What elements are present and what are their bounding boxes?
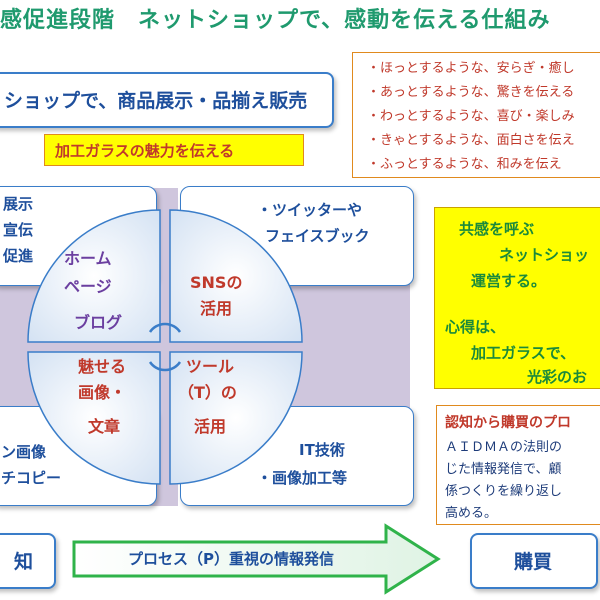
quadrant-label: 活用	[194, 417, 227, 436]
card-text: ン画像	[1, 443, 47, 461]
shop-banner: ショップで、商品展示・品揃え販売	[0, 72, 334, 128]
feeling-item: わっとするような、喜び・楽しみ	[367, 105, 600, 129]
quadrant-label: （T）の	[178, 383, 237, 402]
quadrant-label: 画像・	[78, 383, 127, 402]
empathy-text: 心得は、	[445, 318, 506, 336]
card-text: ・ツイッターや	[257, 201, 363, 219]
aidma-text: じた情報発信で、顧	[445, 462, 562, 477]
shop-banner-text: ショップで、商品展示・品揃え販売	[4, 90, 308, 112]
appeal-box: 加工ガラスの魅力を伝える	[44, 134, 304, 166]
quadrant-label: ブログ	[74, 313, 123, 332]
aidma-text: 係つくりを繰り返し	[445, 484, 563, 499]
quadrant-label: 文章	[88, 417, 121, 436]
feeling-item: きゃとするような、面白さを伝え	[367, 129, 600, 153]
purchase-label: 購買	[514, 551, 553, 573]
process-arrow	[72, 523, 441, 595]
feeling-item: ふっとするような、和みを伝え	[367, 153, 600, 177]
quadrant-label: ツール	[186, 357, 235, 376]
empathy-box: 共感を呼ぶ ネットショッ 運営する。 心得は、 加工ガラスで、 光彩のお	[434, 207, 600, 389]
empathy-text: 光彩のお	[527, 368, 588, 386]
quadrant-bottom-right	[169, 351, 303, 485]
cycle-arc-icon	[148, 361, 182, 372]
appeal-text: 加工ガラスの魅力を伝える	[55, 142, 235, 160]
process-arrow-label: プロセス（P）重視の情報発信	[128, 550, 334, 568]
process-arrow-shape	[72, 523, 441, 595]
awareness-label: 知	[14, 551, 34, 573]
quadrant-top-left	[27, 209, 161, 343]
quadrant-circle-graphic	[27, 209, 303, 485]
quadrant-label: ホーム	[64, 249, 112, 268]
quadrant-bottom-left	[27, 351, 161, 485]
empathy-text: ネットショッ	[499, 246, 590, 264]
quadrant-label: SNSの	[190, 273, 243, 292]
feelings-box: ほっとするような、安らぎ・癒し あっとするような、驚きを伝える わっとするような…	[352, 52, 600, 178]
aidma-text: 高める。	[445, 506, 498, 521]
empathy-text: 加工ガラスで、	[471, 344, 576, 362]
quadrant-label: 活用	[200, 299, 233, 318]
card-text: 宣伝	[3, 221, 34, 239]
purchase-box: 購買	[470, 533, 598, 589]
card-text: ・画像加工等	[257, 469, 348, 487]
aidma-heading: 認知から購買のプロ	[445, 415, 571, 431]
empathy-heading: 共感を呼ぶ	[459, 220, 535, 238]
card-text: IT技術	[299, 441, 345, 459]
page-title: 感促進段階 ネットショップで、感動を伝える仕組み	[0, 8, 551, 33]
aidma-box: 認知から購買のプロ ＡＩＤＭＡの法則の じた情報発信で、顧 係つくりを繰り返し …	[436, 405, 600, 525]
card-text: 促進	[3, 247, 34, 265]
empathy-text: 運営する。	[471, 272, 547, 290]
quadrant-label: ページ	[64, 277, 112, 296]
quadrant-label: 魅せる	[78, 357, 127, 376]
feeling-item: あっとするような、驚きを伝える	[367, 81, 600, 105]
aidma-text: ＡＩＤＭＡの法則の	[445, 440, 563, 455]
card-text: フェイスブック	[265, 227, 370, 245]
card-text: チコピー	[1, 469, 62, 487]
quadrant-circle: ホーム ページ ブログ SNSの 活用 魅せる 画像・ 文章 ツール （T）の …	[22, 204, 308, 490]
card-text: 展示	[3, 195, 34, 213]
awareness-box: 知	[0, 533, 56, 589]
feeling-item: ほっとするような、安らぎ・癒し	[367, 57, 600, 81]
quadrant-top-right	[169, 209, 303, 343]
cycle-arc-icon	[148, 322, 182, 333]
